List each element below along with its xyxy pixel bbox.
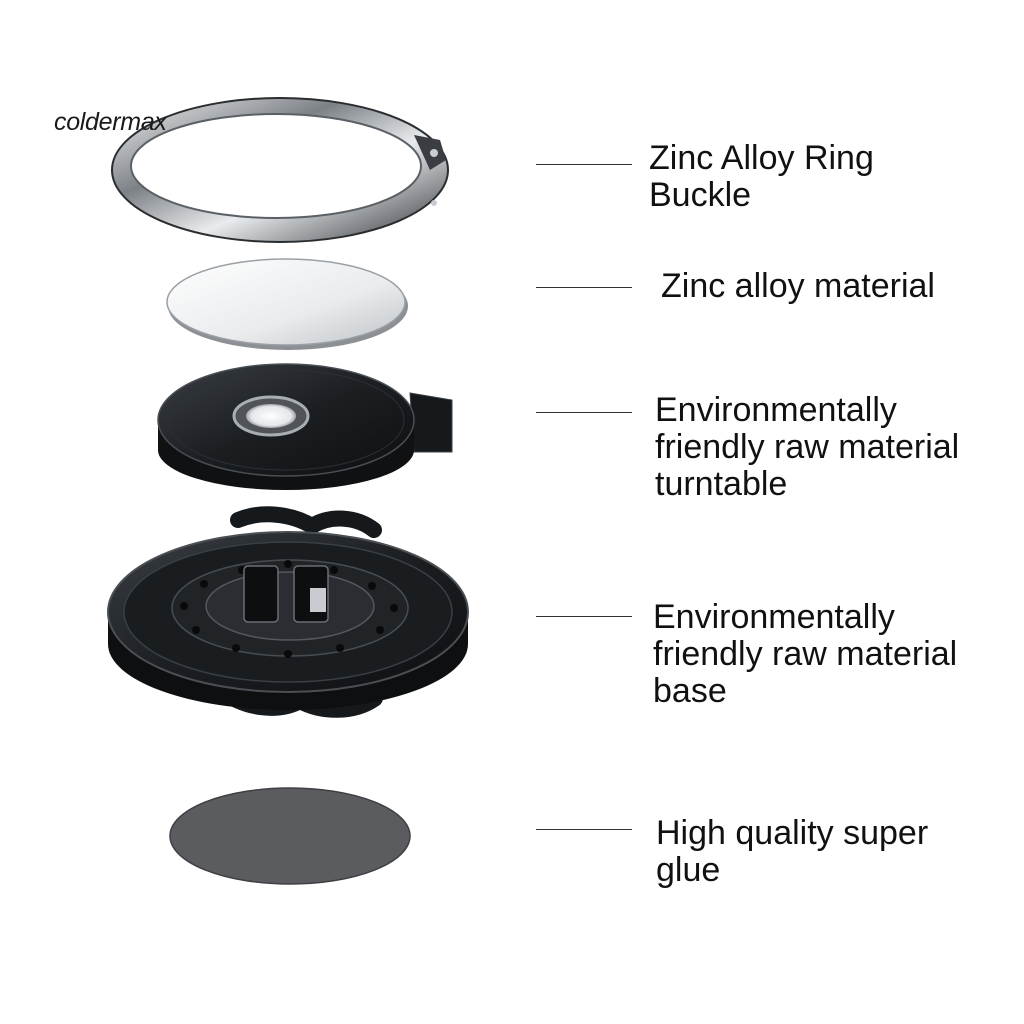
ring-buckle-icon [111, 97, 449, 243]
label-line: Environmentally [653, 598, 895, 636]
label-glue: High quality super glue [656, 815, 928, 889]
glue-disc-icon [169, 787, 411, 885]
label-line: Buckle [649, 176, 752, 214]
brand-watermark: coldermax [54, 108, 167, 136]
label-line: friendly raw material [655, 428, 960, 466]
label-base: Environmentally friendly raw material ba… [653, 599, 957, 710]
leader-line-plate [536, 287, 632, 288]
label-line: High quality super [656, 814, 929, 852]
base-icon [107, 506, 469, 718]
label-line: glue [656, 851, 721, 889]
label-line: base [653, 672, 727, 710]
leader-line-turntable [536, 412, 632, 413]
metal-plate-icon [166, 258, 408, 350]
label-ring: Zinc Alloy Ring Buckle [649, 140, 874, 214]
leader-line-glue [536, 829, 632, 830]
leader-line-base [536, 616, 632, 617]
label-line: turntable [655, 465, 788, 503]
label-line: friendly raw material [653, 635, 958, 673]
label-plate: Zinc alloy material [661, 268, 935, 305]
label-line: Environmentally [655, 391, 897, 429]
label-line: Zinc alloy material [661, 267, 935, 305]
label-turntable: Environmentally friendly raw material tu… [655, 392, 959, 503]
label-line: Zinc Alloy Ring [649, 139, 874, 177]
leader-line-ring [536, 164, 632, 165]
turntable-icon [157, 363, 453, 490]
